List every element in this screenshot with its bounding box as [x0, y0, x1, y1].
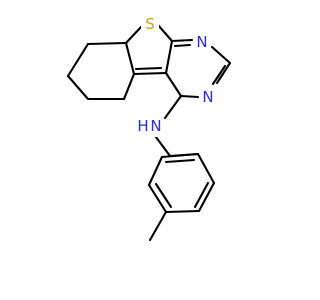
- bond: [134, 66, 163, 71]
- bond: [197, 181, 216, 213]
- label-mask: [193, 32, 211, 52]
- label-mask: [199, 87, 217, 107]
- bond: [179, 94, 200, 99]
- pyrimidine-ring: [164, 38, 232, 99]
- bond: [164, 158, 196, 164]
- bond: [66, 74, 90, 101]
- bond: [211, 64, 227, 86]
- thiophene-ring: [124, 23, 174, 76]
- bond: [147, 155, 164, 187]
- label-mask: [134, 117, 164, 137]
- bond: [170, 38, 194, 43]
- nitrogen-atom-label: N: [202, 88, 213, 106]
- sulfur-atom-label: S: [145, 15, 155, 33]
- tolyl-ring: [147, 152, 216, 242]
- bond: [160, 152, 200, 159]
- amine-hydrogen-label: H: [137, 117, 148, 135]
- bond: [173, 43, 192, 48]
- bond: [215, 61, 232, 85]
- amine-nitrogen-label: N: [150, 117, 161, 135]
- bond: [164, 71, 183, 98]
- bond: [122, 72, 136, 101]
- bond: [164, 209, 201, 214]
- cyclohexane-ring: [66, 41, 136, 101]
- bond: [124, 25, 143, 45]
- nitrogen-atom-label: N: [196, 33, 207, 51]
- bond: [163, 94, 183, 120]
- bond: [148, 210, 168, 242]
- bond: [86, 41, 128, 46]
- bond: [210, 45, 232, 65]
- bond: [154, 182, 173, 209]
- bond: [147, 183, 168, 214]
- bond: [66, 42, 90, 78]
- atom-labels: S N N H N: [134, 14, 217, 137]
- bond: [164, 39, 174, 75]
- bond: [132, 71, 168, 76]
- bond: [196, 152, 216, 185]
- bond: [193, 181, 210, 209]
- structure-diagram: S N N H N: [66, 14, 232, 242]
- molecule-canvas: S N N H N: [66, 14, 232, 242]
- bond: [156, 23, 174, 43]
- label-mask: [141, 14, 159, 34]
- bond: [124, 41, 136, 76]
